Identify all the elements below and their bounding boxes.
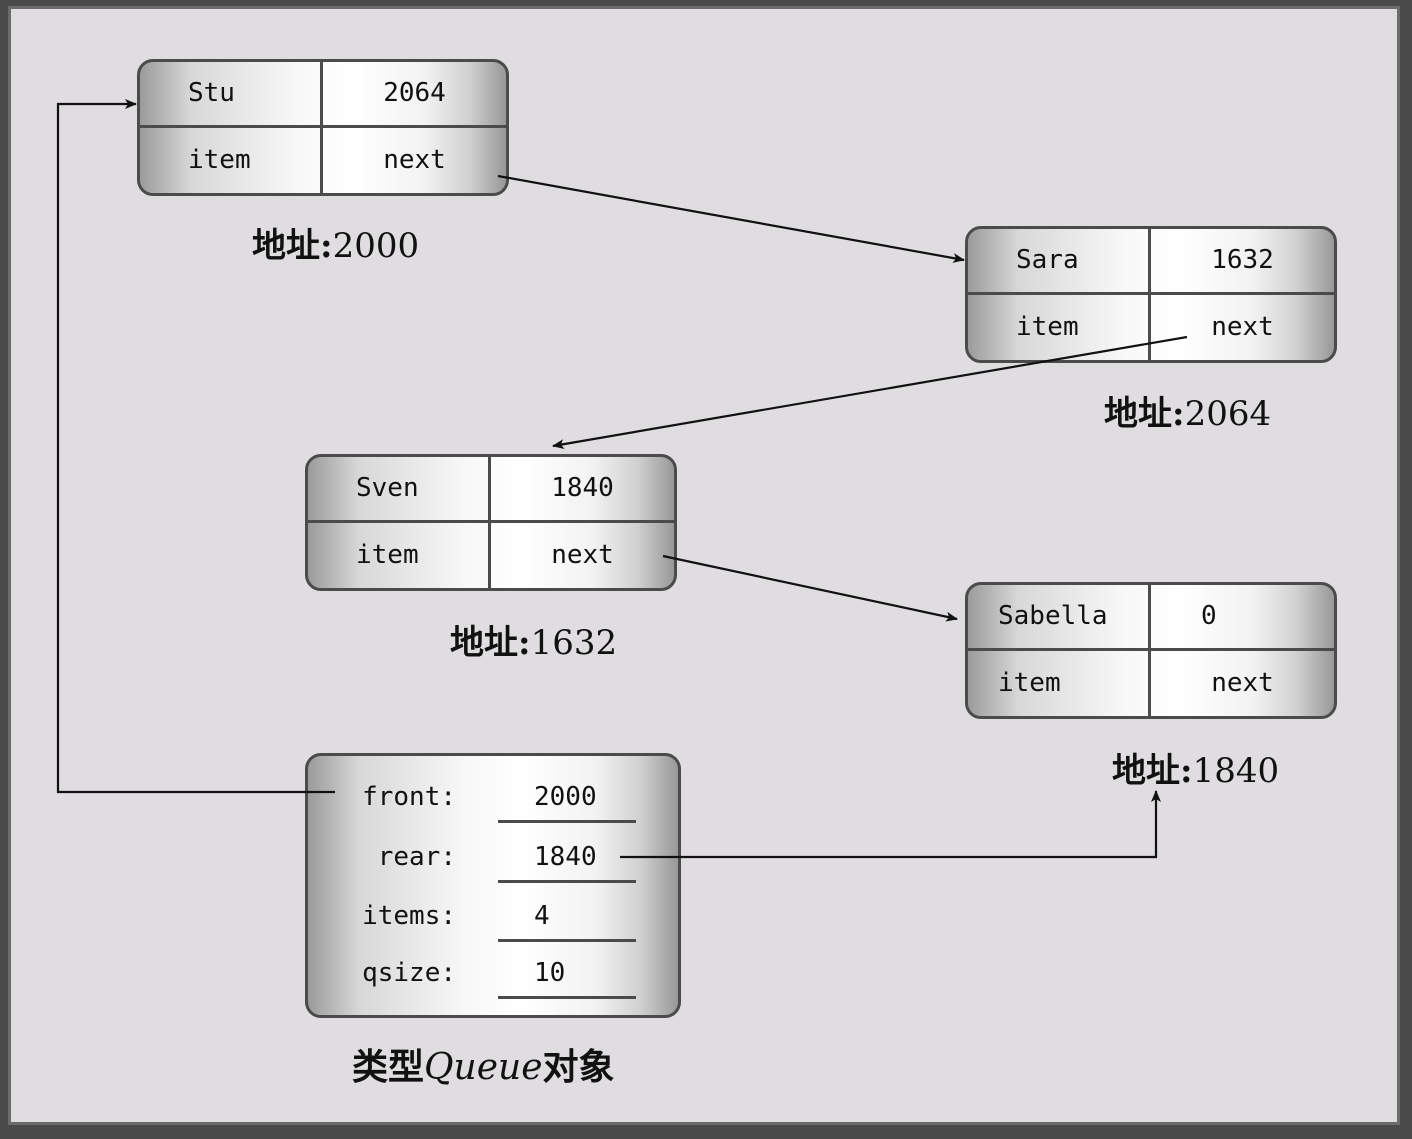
address-value: 2000 xyxy=(332,226,420,266)
node-item-label: item xyxy=(968,650,1151,716)
node-item-label: item xyxy=(140,127,323,193)
queue-object: front: 2000 rear: 1840 items: 4 qsize: 1… xyxy=(305,753,681,1018)
node-next-label: next xyxy=(1211,312,1274,343)
address-label: 地址: xyxy=(1104,394,1185,434)
caption-type: Queue xyxy=(424,1047,543,1088)
address-label: 地址: xyxy=(1112,751,1193,791)
field-underline xyxy=(498,996,636,999)
caption-suffix: 对象 xyxy=(542,1046,615,1088)
address-value: 1632 xyxy=(530,623,618,663)
node-next-value: 1632 xyxy=(1151,229,1334,295)
queue-field-items: items: 4 xyxy=(308,897,678,942)
node-next-label: next xyxy=(1211,668,1274,699)
field-label: rear: xyxy=(377,842,456,872)
node-item-label: item xyxy=(968,294,1151,360)
field-value: 4 xyxy=(534,901,550,931)
queue-field-front: front: 2000 xyxy=(308,778,678,823)
node-item-label: item xyxy=(308,522,491,588)
node-sabella: Sabella 0 item next xyxy=(965,582,1337,719)
address-value: 1840 xyxy=(1192,751,1280,791)
node-next-value: 0 xyxy=(1151,585,1334,651)
node-item-value: Sara xyxy=(968,229,1151,295)
field-label: items: xyxy=(362,901,456,931)
node-address: 地址:1840 xyxy=(1112,743,1279,792)
field-value: 1840 xyxy=(534,842,597,872)
node-next-value: 1840 xyxy=(491,457,674,523)
node-next-label: next xyxy=(551,540,614,571)
node-address: 地址:2064 xyxy=(1104,386,1271,435)
caption-prefix: 类型 xyxy=(352,1046,425,1088)
field-underline xyxy=(498,820,636,823)
node-sara: Sara 1632 item next xyxy=(965,226,1337,363)
address-value: 2064 xyxy=(1184,394,1272,434)
field-label: front: xyxy=(362,782,456,812)
node-next-label: next xyxy=(383,145,446,176)
queue-caption: 类型Queue对象 xyxy=(352,1038,615,1090)
field-underline xyxy=(498,880,636,883)
node-stu: Stu 2064 item next xyxy=(137,59,509,196)
node-sven: Sven 1840 item next xyxy=(305,454,677,591)
node-item-value: Sabella xyxy=(968,585,1151,651)
field-underline xyxy=(498,939,636,942)
address-label: 地址: xyxy=(252,226,333,266)
node-item-value: Stu xyxy=(140,62,323,128)
address-label: 地址: xyxy=(450,623,531,663)
queue-field-rear: rear: 1840 xyxy=(308,838,678,883)
node-address: 地址:1632 xyxy=(450,615,617,664)
node-next-value: 2064 xyxy=(323,62,506,128)
field-value: 10 xyxy=(534,958,566,988)
node-item-value: Sven xyxy=(308,457,491,523)
queue-field-qsize: qsize: 10 xyxy=(308,954,678,999)
field-label: qsize: xyxy=(362,958,456,988)
node-address: 地址:2000 xyxy=(252,218,419,267)
field-value: 2000 xyxy=(534,782,597,812)
